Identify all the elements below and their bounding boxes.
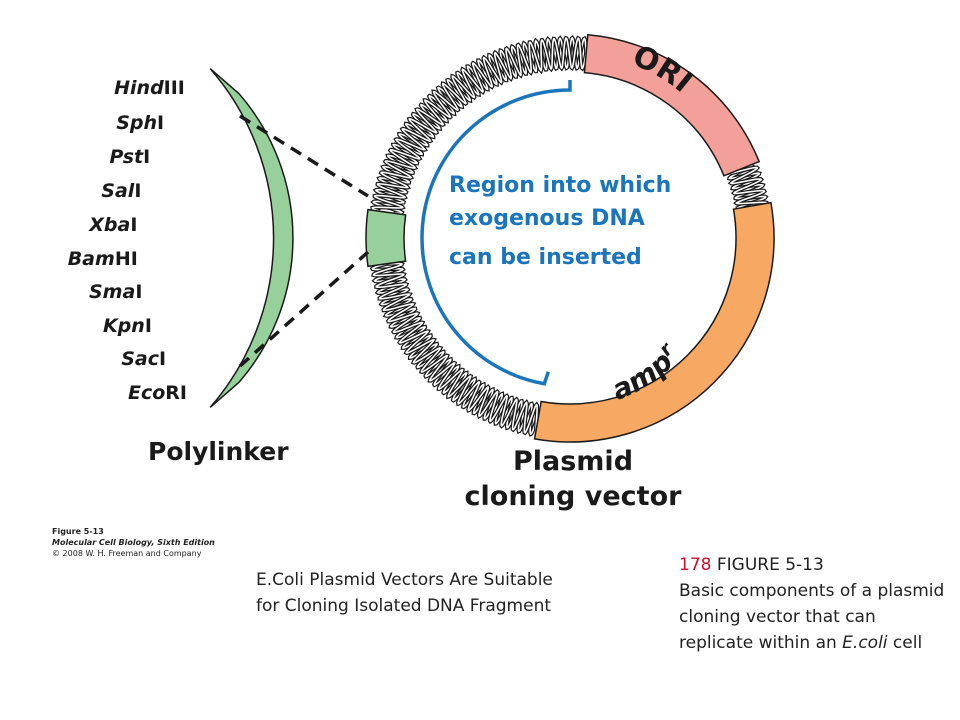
restriction-site-label: HindIII <box>114 77 185 99</box>
region-text-line-1: Region into which <box>449 173 671 198</box>
ampr-segment <box>533 201 775 443</box>
ori-segment <box>583 33 761 177</box>
region-text-line-3: can be inserted <box>449 245 642 270</box>
restriction-site-label: KpnI <box>103 315 152 337</box>
page-number: 178 <box>679 555 712 575</box>
caption-right-tail: cell <box>887 633 923 653</box>
restriction-site-label: BamHI <box>68 248 138 270</box>
caption-left: E.Coli Plasmid Vectors Are Suitable for … <box>256 570 553 616</box>
restriction-site-label: SmaI <box>89 281 142 303</box>
caption-right-body: Basic components of a plasmid cloning ve… <box>679 581 945 653</box>
restriction-site-label: XbaI <box>88 214 137 236</box>
polylinker-strip <box>209 68 294 408</box>
plasmid-label-line-2: cloning vector <box>465 481 683 512</box>
figure-credit-book: Molecular Cell Biology, Sixth Edition <box>52 538 215 547</box>
restriction-site-list: HindIII SphI PstI SalI XbaI BamHI SmaI KpnI SacI… <box>68 77 187 404</box>
region-text-line-2: exogenous DNA <box>449 206 645 231</box>
figure-credit-copyright: © 2008 W. H. Freeman and Company <box>52 549 202 558</box>
figure-number: FIGURE 5-13 <box>711 555 824 575</box>
restriction-site-label: EcoRI <box>128 382 187 404</box>
connector-dash-bottom <box>238 250 370 368</box>
organism-name: E.coli <box>842 633 888 653</box>
restriction-site-label: PstI <box>109 146 150 168</box>
restriction-site-label: SphI <box>116 112 164 134</box>
restriction-site-label: SacI <box>121 348 166 370</box>
connector-dash-top <box>239 114 369 198</box>
polylinker-label: Polylinker <box>148 437 289 466</box>
restriction-site-label: SalI <box>101 180 141 202</box>
figure-credit-number: Figure 5-13 <box>52 527 104 536</box>
plasmid-label-line-1: Plasmid <box>513 446 633 477</box>
polylinker-ring-segment <box>365 208 407 268</box>
plasmid-ring <box>365 33 775 443</box>
insertion-region-bracket <box>420 80 572 386</box>
